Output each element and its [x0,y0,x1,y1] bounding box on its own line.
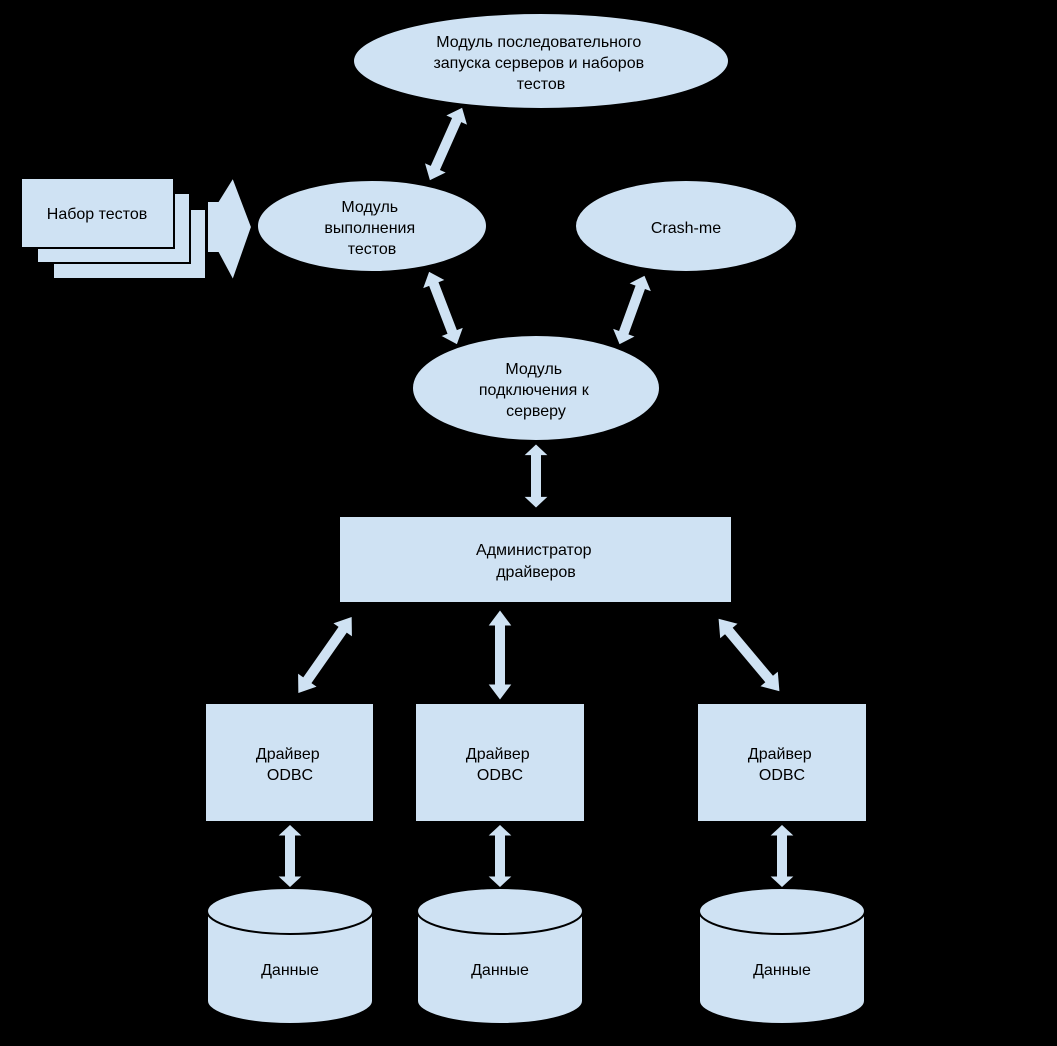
node-driver-manager: Администратор драйверов [338,515,733,604]
cylinder-top-rim [416,910,584,935]
arrow-manager-to-odbc-2 [483,606,517,704]
node-odbc-driver-1: Драйвер ODBC [204,702,375,823]
arrow-execution-to-launch [421,104,471,184]
arrow-manager-to-odbc-1 [295,613,355,697]
node-label: Crash-me [651,220,721,237]
node-label: Модуль подключения к серверу [479,361,593,420]
node-label: Модуль последовательного запуска серверо… [433,34,648,93]
node-label: Набор тестов [47,206,147,223]
node-server-connection-module: Модуль подключения к серверу [411,334,661,442]
arrow-crashme-to-connection [608,272,656,348]
node-test-set: Набор тестов [20,177,207,280]
arrow-execution-to-connection [419,268,467,348]
node-data-1: Данные [206,887,374,1025]
cylinder-body [416,887,584,1025]
node-test-execution-module: Модуль выполнения тестов [256,179,488,273]
cylinder-body [698,887,866,1025]
node-odbc-driver-2: Драйвер ODBC [414,702,586,823]
node-odbc-driver-3: Драйвер ODBC [696,702,868,823]
node-label: Администратор драйверов [476,542,596,581]
node-label: Данные [471,962,529,979]
cylinder-body [206,887,374,1025]
test-set-sheet-front [20,177,175,249]
node-label: Драйвер ODBC [466,746,534,784]
cylinder-top-rim [698,910,866,935]
arrow-test-set-to-execution [206,174,254,284]
node-data-2: Данные [416,887,584,1025]
node-data-3: Данные [698,887,866,1025]
node-label: Данные [261,962,319,979]
node-crash-me: Crash-me [574,179,798,273]
arrow-connection-to-manager [519,441,553,511]
arrow-manager-to-odbc-3 [715,615,783,695]
node-label: Данные [753,962,811,979]
node-label: Драйвер ODBC [256,746,324,784]
node-label: Модуль выполнения тестов [324,199,419,258]
node-label: Драйвер ODBC [748,746,816,784]
cylinder-top-rim [206,910,374,935]
edge-arrows [206,104,799,890]
node-sequential-launch-module: Модуль последовательного запуска серверо… [352,12,730,110]
